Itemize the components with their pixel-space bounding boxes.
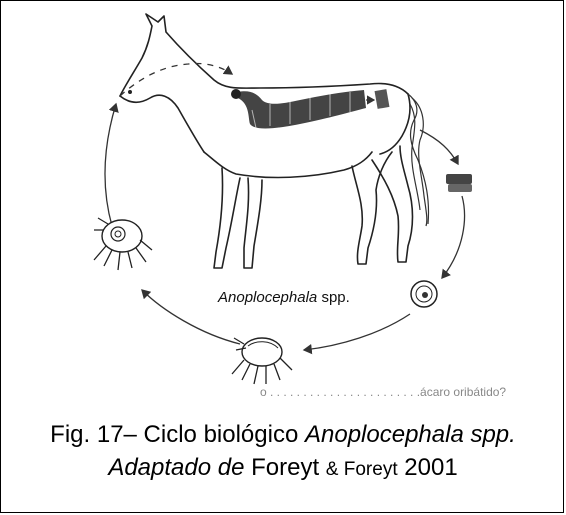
oribatid-mite-icon: [232, 338, 292, 384]
proglottid-icon: [375, 89, 390, 109]
species-genus: Anoplocephala: [218, 289, 317, 306]
infected-mite-icon: [94, 218, 152, 270]
figure-caption: Fig. 17– Ciclo biológico Anoplocephala s…: [0, 418, 566, 486]
egg-icon: [411, 281, 437, 307]
caption-year: 2001: [398, 454, 458, 481]
species-spp: spp.: [321, 289, 349, 306]
tapeworm-icon: [231, 89, 366, 129]
species-label: Anoplocephala spp.: [218, 289, 350, 306]
caption-line-2: Adaptado de Foreyt & Foreyt 2001: [0, 451, 566, 486]
caption-author-1: Foreyt: [244, 454, 325, 481]
caption-species: Anoplocephala spp.: [305, 421, 516, 448]
caption-line-1: Fig. 17– Ciclo biológico Anoplocephala s…: [0, 418, 566, 451]
cut-off-text: o . . . . . . . . . . . . . . . . . . . …: [260, 385, 506, 399]
gravid-proglottid-icon: [446, 174, 472, 192]
life-cycle-diagram: o . . . . . . . . . . . . . . . . . . . …: [0, 0, 566, 400]
caption-adapted: Adaptado de: [108, 454, 244, 481]
caption-fig-title: Fig. 17– Ciclo biológico: [50, 421, 305, 448]
tail-illustration: [408, 94, 429, 226]
horse-illustration: [120, 14, 413, 268]
caption-author-2: & Foreyt: [326, 459, 398, 480]
